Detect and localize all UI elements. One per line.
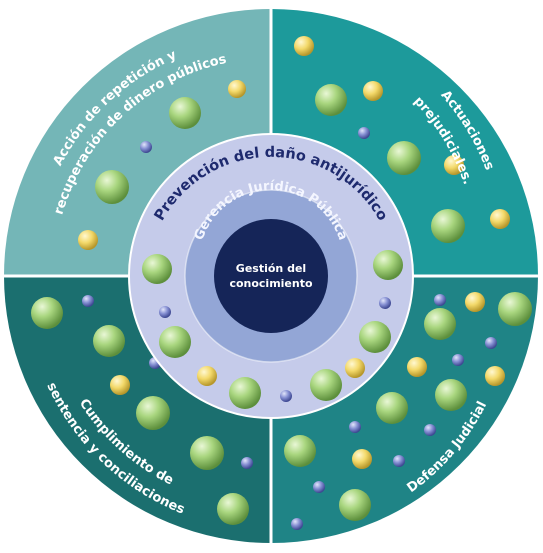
green-ball (310, 369, 342, 401)
blue-ball (358, 127, 370, 139)
blue-ball (349, 421, 361, 433)
green-ball (93, 325, 125, 357)
blue-ball (424, 424, 436, 436)
blue-ball (159, 306, 171, 318)
green-ball (169, 97, 201, 129)
ring-ball-group (142, 250, 403, 409)
green-ball (315, 84, 347, 116)
green-ball (424, 308, 456, 340)
yellow-ball (465, 292, 485, 312)
green-ball (142, 254, 172, 284)
yellow-ball (352, 449, 372, 469)
green-ball (435, 379, 467, 411)
blue-ball (379, 297, 391, 309)
green-ball (229, 377, 261, 409)
outer-ball-group (31, 36, 532, 530)
green-ball (373, 250, 403, 280)
green-ball (339, 489, 371, 521)
blue-ball (485, 337, 497, 349)
green-ball (431, 209, 465, 243)
blue-ball (82, 295, 94, 307)
green-ball (387, 141, 421, 175)
yellow-ball (228, 80, 246, 98)
blue-ball (241, 457, 253, 469)
green-ball (376, 392, 408, 424)
blue-ball (291, 518, 303, 530)
blue-ball (434, 294, 446, 306)
yellow-ball (407, 357, 427, 377)
green-ball (190, 436, 224, 470)
green-ball (359, 321, 391, 353)
green-ball (217, 493, 249, 525)
center-label-line2: conocimiento (229, 277, 313, 290)
green-ball (498, 292, 532, 326)
blue-ball (280, 390, 292, 402)
center-label-line1: Gestión del (236, 262, 306, 275)
green-ball (31, 297, 63, 329)
blue-ball (140, 141, 152, 153)
knowledge-center (214, 219, 328, 333)
green-ball (95, 170, 129, 204)
yellow-ball (490, 209, 510, 229)
blue-ball (393, 455, 405, 467)
green-ball (136, 396, 170, 430)
yellow-ball (294, 36, 314, 56)
yellow-ball (485, 366, 505, 386)
green-ball (284, 435, 316, 467)
green-ball (159, 326, 191, 358)
yellow-ball (197, 366, 217, 386)
yellow-ball (110, 375, 130, 395)
blue-ball (452, 354, 464, 366)
yellow-ball (78, 230, 98, 250)
yellow-ball (363, 81, 383, 101)
yellow-ball (345, 358, 365, 378)
blue-ball (313, 481, 325, 493)
yellow-ball (444, 155, 464, 175)
